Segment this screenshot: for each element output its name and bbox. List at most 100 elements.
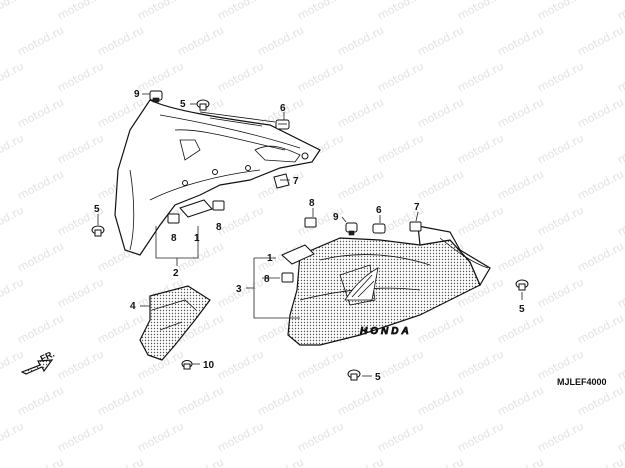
clip-8-upper-a xyxy=(167,213,180,224)
watermark-text: motod.ru xyxy=(15,455,66,468)
watermark-text: motod.ru xyxy=(15,95,66,130)
leader-lines xyxy=(97,93,523,377)
watermark-text: motod.ru xyxy=(55,419,106,454)
callout-8-upper-b: 8 xyxy=(216,222,222,233)
watermark-text: motod.ru xyxy=(615,347,625,382)
watermark-text: motod.ru xyxy=(295,419,346,454)
watermark-text: motod.ru xyxy=(575,455,625,468)
watermark-text: motod.ru xyxy=(0,275,26,310)
watermark-text: motod.ru xyxy=(375,419,426,454)
watermark-text: motod.ru xyxy=(335,455,386,468)
screw-5-bottom xyxy=(347,369,361,381)
watermark-text: motod.ru xyxy=(295,59,346,94)
watermark-text: motod.ru xyxy=(0,347,26,382)
honda-wing-logo xyxy=(344,267,379,301)
watermark-text: motod.ru xyxy=(535,0,586,23)
watermark-text: motod.ru xyxy=(55,131,106,166)
screw-5-upper xyxy=(196,99,210,111)
callout-10: 10 xyxy=(203,360,215,371)
callout-5-left: 5 xyxy=(94,204,100,215)
callout-5-upper: 5 xyxy=(180,99,186,110)
watermark-text: motod.ru xyxy=(495,311,546,346)
bracket-part-4 xyxy=(139,285,211,361)
watermark-text: motod.ru xyxy=(415,383,466,418)
direction-arrow-icon xyxy=(20,359,54,375)
watermark-text: motod.ru xyxy=(55,0,106,23)
watermark-text: motod.ru xyxy=(0,203,26,238)
watermark-text: motod.ru xyxy=(535,131,586,166)
screw-10 xyxy=(181,360,193,370)
watermark-text: motod.ru xyxy=(255,23,306,58)
watermark-text: motod.ru xyxy=(375,347,426,382)
watermark-text: motod.ru xyxy=(295,0,346,23)
watermark-text: motod.ru xyxy=(455,203,506,238)
watermark-text: motod.ru xyxy=(455,347,506,382)
callout-8-lower-b: 8 xyxy=(264,274,270,285)
screw-5-right xyxy=(515,279,529,291)
watermark-text: motod.ru xyxy=(495,95,546,130)
watermark-text: motod.ru xyxy=(15,311,66,346)
watermark-text: motod.ru xyxy=(175,455,226,468)
clip-6-lower xyxy=(372,223,386,234)
watermark-text: motod.ru xyxy=(415,95,466,130)
callout-6-lower: 6 xyxy=(376,205,382,216)
watermark-text: motod.ru xyxy=(535,59,586,94)
watermark-text: motod.ru xyxy=(215,59,266,94)
watermark-text: motod.ru xyxy=(215,347,266,382)
clip-9-upper xyxy=(149,90,163,103)
callout-7-lower: 7 xyxy=(414,202,420,213)
watermark-text: motod.ru xyxy=(415,167,466,202)
watermark-text: motod.ru xyxy=(375,131,426,166)
watermark-text: motod.ru xyxy=(0,131,26,166)
watermark-text: motod.ru xyxy=(575,95,625,130)
watermark-text: motod.ru xyxy=(375,59,426,94)
watermark-text: motod.ru xyxy=(495,23,546,58)
watermark-text: motod.ru xyxy=(575,239,625,274)
watermark-text: motod.ru xyxy=(215,0,266,23)
watermark-text: motod.ru xyxy=(535,203,586,238)
watermark-text: motod.ru xyxy=(95,23,146,58)
pad-1-upper xyxy=(179,199,213,218)
watermark-text: motod.ru xyxy=(615,59,625,94)
watermark-text: motod.ru xyxy=(615,131,625,166)
watermark-text: motod.ru xyxy=(335,383,386,418)
watermark-text: motod.ru xyxy=(615,0,625,23)
watermark-text: motod.ru xyxy=(375,0,426,23)
watermark-text: motod.ru xyxy=(535,275,586,310)
callout-8-lower-a: 8 xyxy=(309,198,315,209)
watermark-text: motod.ru xyxy=(495,383,546,418)
watermark-text: motod.ru xyxy=(295,347,346,382)
watermark-text: motod.ru xyxy=(135,59,186,94)
clip-8-lower-a xyxy=(304,217,317,228)
watermark-text: motod.ru xyxy=(15,167,66,202)
watermark-text: motod.ru xyxy=(0,0,26,23)
watermark-text: motod.ru xyxy=(615,203,625,238)
watermark-text: motod.ru xyxy=(255,383,306,418)
watermark-text: motod.ru xyxy=(575,311,625,346)
watermark-text: motod.ru xyxy=(575,167,625,202)
watermark-text: motod.ru xyxy=(55,347,106,382)
watermark-text: motod.ru xyxy=(335,23,386,58)
watermark-text: motod.ru xyxy=(175,383,226,418)
clip-8-upper-b xyxy=(212,200,225,211)
clip-7-lower xyxy=(409,221,422,232)
watermark-text: motod.ru xyxy=(495,239,546,274)
watermark-text: motod.ru xyxy=(15,383,66,418)
watermark-text: motod.ru xyxy=(575,383,625,418)
watermark-text: motod.ru xyxy=(15,23,66,58)
direction-label: FR. xyxy=(39,349,56,364)
callout-7-upper: 7 xyxy=(293,176,299,187)
callout-6-upper: 6 xyxy=(280,103,286,114)
watermark-text: motod.ru xyxy=(95,311,146,346)
callout-5-right: 5 xyxy=(519,304,525,315)
watermark-text: motod.ru xyxy=(175,23,226,58)
callout-4: 4 xyxy=(130,301,136,312)
watermark-text: motod.ru xyxy=(455,59,506,94)
watermark-text: motod.ru xyxy=(415,455,466,468)
callout-2: 2 xyxy=(173,268,179,279)
watermark-text: motod.ru xyxy=(255,455,306,468)
watermark-text: motod.ru xyxy=(0,419,26,454)
watermark-text: motod.ru xyxy=(575,23,625,58)
